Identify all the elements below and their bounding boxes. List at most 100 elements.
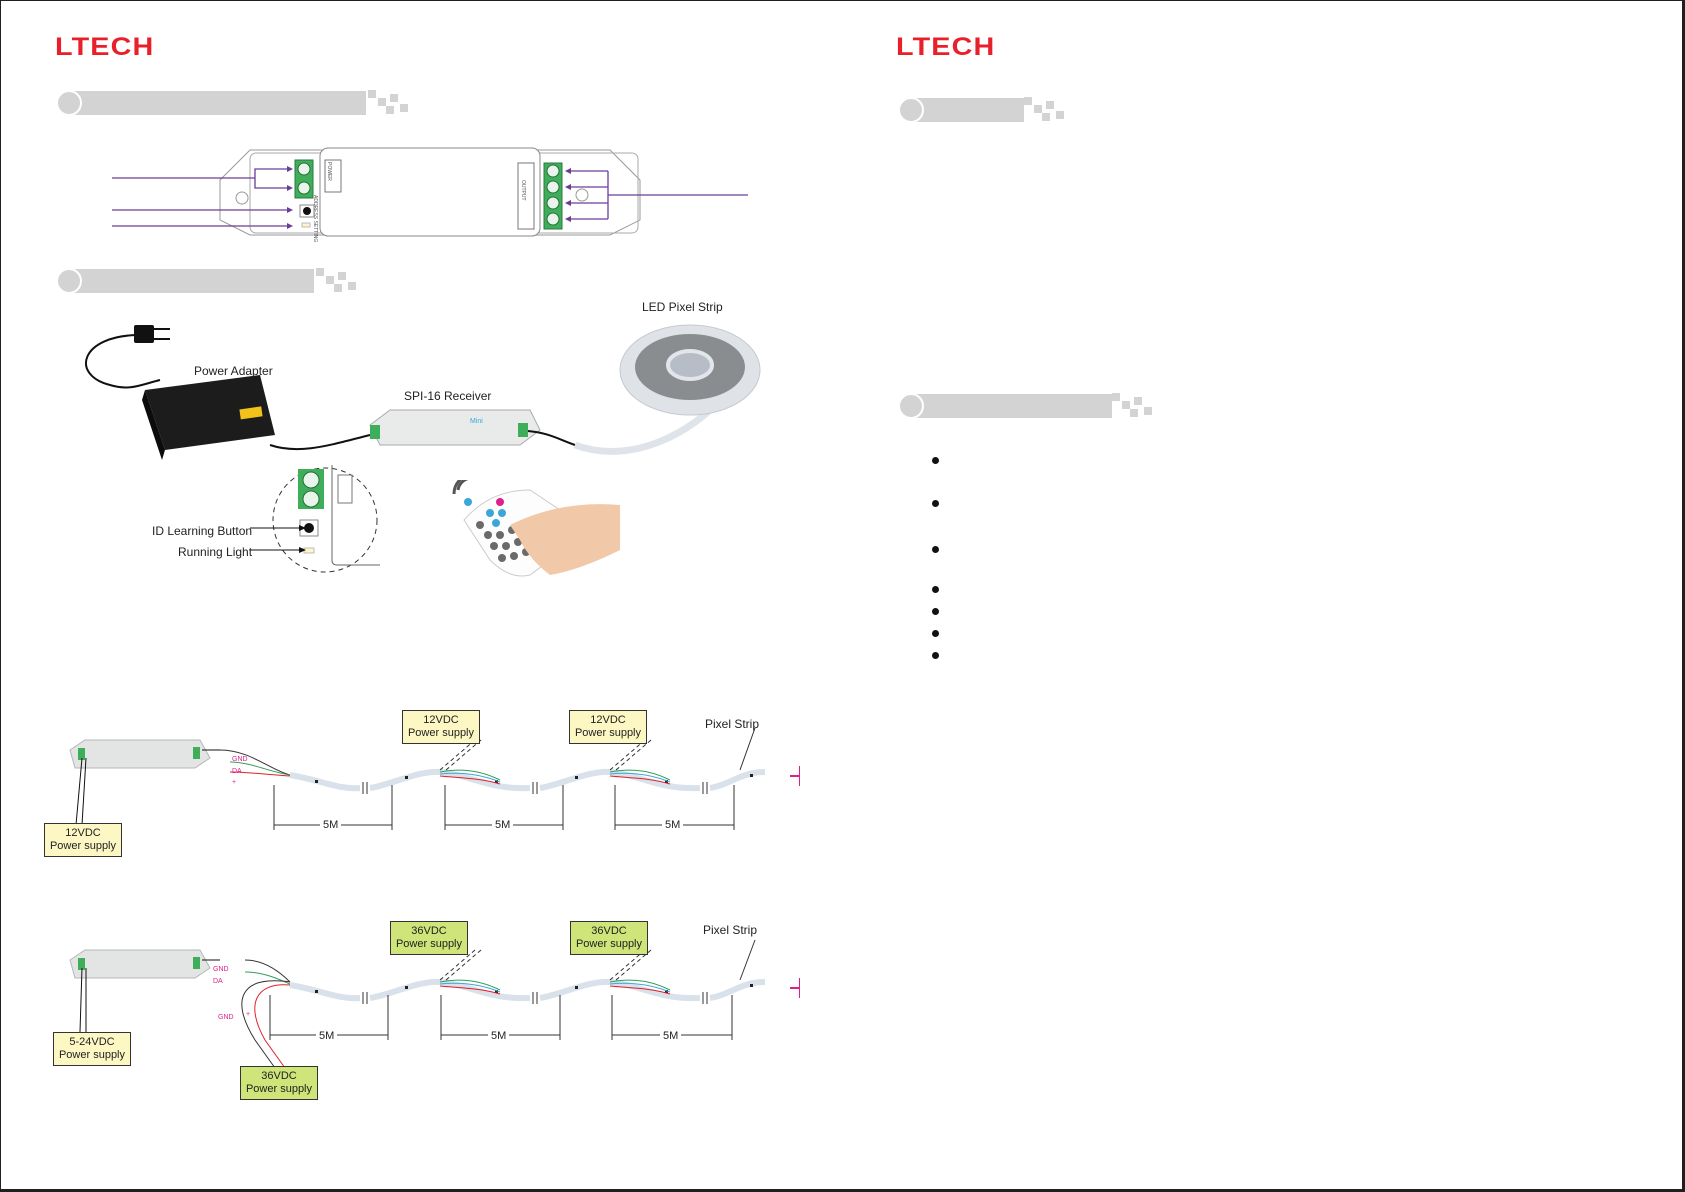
page-border-bottom xyxy=(0,1189,1685,1192)
screw-icon xyxy=(297,162,311,176)
remote-power-button xyxy=(496,498,504,506)
segment-length-2: 5M xyxy=(492,819,514,831)
wire-label-plus: + xyxy=(232,779,237,786)
decor-pixel xyxy=(1134,397,1142,405)
controller-power-supply-5-24v: 5-24VDC Power supply xyxy=(53,1032,131,1066)
adapter-warning-label xyxy=(239,406,263,420)
power-adapter-label: Power Adapter xyxy=(194,364,273,378)
spi-16-receiver-label: SPI-16 Receiver xyxy=(404,389,492,403)
screw-icon xyxy=(302,490,320,508)
section-header-bar xyxy=(912,98,1024,122)
decor-pixel xyxy=(1024,97,1032,105)
section-header-right-2 xyxy=(898,393,1158,419)
section-header-wiring xyxy=(56,268,356,294)
power-label-plate xyxy=(324,159,342,193)
segment-length-1: 5M xyxy=(316,1030,338,1042)
screw-icon xyxy=(297,181,311,195)
screw-icon xyxy=(302,471,320,489)
dc-cable xyxy=(269,434,371,451)
section-header-bar xyxy=(912,394,1112,418)
section-header-right-1 xyxy=(898,97,1068,123)
decor-pixel xyxy=(1056,111,1064,119)
remote-in-hand-illustration xyxy=(452,480,620,577)
detail-id-button xyxy=(304,523,314,533)
segment-length-1: 5M xyxy=(320,819,342,831)
decor-pixel xyxy=(378,98,386,106)
power-adapter xyxy=(145,375,275,450)
receiver-output-terminal xyxy=(518,423,528,437)
decor-pixel xyxy=(1144,407,1152,415)
wire-label-gnd-supply: GND xyxy=(218,1014,234,1021)
product-terminal-diagram xyxy=(112,147,748,237)
decor-pixel xyxy=(334,284,342,292)
decor-pixel xyxy=(1112,393,1120,401)
decor-pixel xyxy=(1122,401,1130,409)
controller-unit xyxy=(69,739,211,769)
power-plug-icon xyxy=(134,325,154,343)
pixel-strip-label-36v: Pixel Strip xyxy=(703,923,758,937)
bullet-point xyxy=(932,608,939,615)
receiver-input-terminal xyxy=(370,425,380,439)
mid-power-supply-12v-1: 12VDC Power supply xyxy=(402,710,480,744)
wire-label-da: DA xyxy=(232,768,242,775)
screw-icon xyxy=(546,180,560,194)
page-border-top xyxy=(0,0,1685,1)
decor-pixel xyxy=(400,104,408,112)
mount-hole-left xyxy=(235,191,249,205)
mid-power-supply-36v-2: 36VDC Power supply xyxy=(570,921,648,955)
output-label-plate xyxy=(517,162,535,230)
decor-pixel xyxy=(386,106,394,114)
wire-label-plus-supply: + xyxy=(246,1011,251,1018)
wire-label-da: DA xyxy=(213,978,223,985)
segment-length-2: 5M xyxy=(488,1030,510,1042)
bullet-point xyxy=(932,457,939,464)
spi-16-receiver xyxy=(369,409,541,446)
section-header-circle xyxy=(898,393,924,419)
decor-pixel xyxy=(338,272,346,280)
arrowheads-right xyxy=(565,168,571,222)
continuation-marker xyxy=(790,978,800,998)
bullet-point xyxy=(932,586,939,593)
section-header-circle xyxy=(56,90,82,116)
page-border-right xyxy=(1682,0,1685,1192)
detail-callout-arrows xyxy=(250,525,306,553)
decor-pixel xyxy=(316,268,324,276)
mid-power-supply-36v-1: 36VDC Power supply xyxy=(390,921,468,955)
led-pixel-strip-label: LED Pixel Strip xyxy=(642,300,723,314)
decor-pixel xyxy=(326,276,334,284)
screw-icon xyxy=(546,196,560,210)
id-learning-button-label: ID Learning Button xyxy=(152,524,253,538)
segment-length-3: 5M xyxy=(660,1030,682,1042)
power-terminal-title: POWER xyxy=(326,162,332,181)
decor-pixel xyxy=(1046,101,1054,109)
callout-lines-left xyxy=(112,168,288,227)
decor-pixel xyxy=(348,282,356,290)
output-terminal-block xyxy=(543,162,563,230)
bullet-point xyxy=(932,546,939,553)
continuation-marker xyxy=(790,766,800,786)
controller-power-supply-12v: 12VDC Power supply xyxy=(44,823,122,857)
output-terminal-title: OUTPUT xyxy=(520,180,526,201)
ltech-logo-right: LTECH xyxy=(896,33,996,61)
svg-text:Mini: Mini xyxy=(470,418,483,425)
wire-label-gnd: GND xyxy=(232,756,248,763)
section-header-bar xyxy=(70,91,366,115)
wiring-diagram-36v xyxy=(69,939,800,1076)
running-light-label: Running Light xyxy=(178,545,253,559)
wireless-signal-icon xyxy=(456,480,469,491)
bullet-point xyxy=(932,630,939,637)
decor-pixel xyxy=(1042,113,1050,121)
mount-hole-right xyxy=(575,188,589,202)
screw-icon xyxy=(546,164,560,178)
decor-pixel xyxy=(368,90,376,98)
pixel-strip-label-12v: Pixel Strip xyxy=(705,717,760,731)
strip-power-supply-36v: 36VDC Power supply xyxy=(240,1066,318,1100)
id-learning-button xyxy=(303,207,311,215)
bullet-point xyxy=(932,652,939,659)
section-header-bar xyxy=(70,269,314,293)
wiring-illustration: Mini xyxy=(85,324,761,460)
pixel-strip xyxy=(289,768,766,792)
decor-pixel xyxy=(1034,105,1042,113)
screw-icon xyxy=(546,212,560,226)
running-light-led xyxy=(301,222,311,228)
